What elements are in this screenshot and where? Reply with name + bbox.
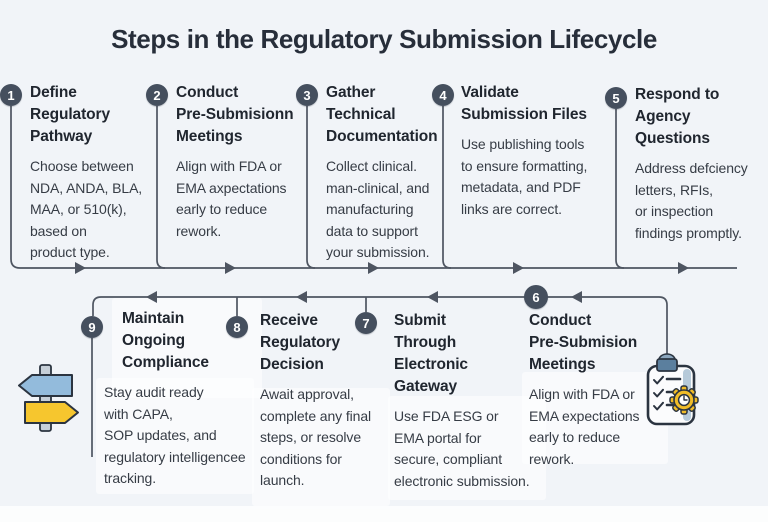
step-title: Gather Technical Documentation [326,84,438,145]
step-number-badge: 9 [81,316,103,338]
step-title: Validate Submission Files [461,84,587,123]
step-description: Await approval, complete any final steps… [260,386,372,488]
step-3: Gather Technical Documentation Collect c… [326,82,471,264]
arrow-right-icon [368,262,379,274]
arrow-left-icon [427,291,438,303]
connector-top-stub-4 [442,106,452,269]
connector-top-stub-2 [156,106,166,269]
arrow-right-icon [225,262,236,274]
background-patch [522,372,668,464]
step-number-badge: 8 [226,316,248,338]
step-title: Conduct Pre-Submisionn Meetings [176,84,294,145]
step-number-badge: 2 [146,84,168,106]
step-number-badge: 7 [355,312,377,334]
step-number-badge: 3 [296,84,318,106]
step-description: Collect clinical. man-clinical, and manu… [326,158,430,260]
background-patch [0,506,768,522]
step-description: Use publishing tools to ensure formattin… [461,136,588,217]
step-number-badge: 4 [432,84,454,106]
step-6: Conduct Pre-Submision Meetings Align wit… [529,310,677,470]
arrow-right-icon [678,262,689,274]
page-title: Steps in the Regulatory Submission Lifec… [111,24,657,54]
connector-top-main [10,106,737,269]
arrow-left-icon [296,291,307,303]
step-title: Conduct Pre-Submision Meetings [529,312,638,373]
step-2: Conduct Pre-Submisionn Meetings Align wi… [176,82,316,242]
step-9: Maintain Ongoing Compliance Stay audit r… [104,308,297,490]
background-patch [252,388,390,506]
step-title: Maintain Ongoing Compliance [122,310,209,371]
step-description: Stay audit ready with CAPA, SOP updates,… [104,384,246,486]
arrow-right-icon [513,262,524,274]
step-title: Define Regulatory Pathway [30,84,110,145]
background-patch [96,378,254,494]
step-description: Choose between NDA, ANDA, BLA, MAA, or 5… [30,158,143,260]
step-8: Receive Regulatory Decision Await approv… [260,310,405,492]
gear-clock-icon [669,385,699,415]
connector-top-stub-5 [615,109,625,269]
signpost-icon [18,364,79,432]
step-description: Align with FDA or EMA axpectations early… [176,158,287,239]
step-description: Use FDA ESG or EMA portal for secure, co… [394,408,530,489]
step-5: Respond to Agency Questions Address defc… [635,84,767,244]
background-patch [388,396,546,500]
step-7: Submit Through Electronic Gateway Use FD… [394,310,554,492]
step-title: Receive Regulatory Decision [260,312,340,373]
step-title: Submit Through Electronic Gateway [394,312,468,395]
arrow-left-icon [571,291,582,303]
arrow-left-icon [146,291,157,303]
step-title: Respond to Agency Questions [635,86,720,147]
step-number-badge: 6 [524,285,548,309]
connector-top-stub-3 [306,106,316,269]
step-1: Define Regulatory Pathway Choose between… [30,82,160,264]
arrow-right-icon [75,262,86,274]
step-description: Address defciency letters, RFIs, or insp… [635,160,748,241]
step-4: Validate Submission Files Use publishing… [461,82,621,220]
step-number-badge: 5 [605,87,627,109]
connector-bottom-main [92,296,668,358]
step-number-badge: 1 [0,84,22,106]
clipboard-checklist-gear-icon [646,353,699,426]
step-description: Align with FDA or EMA expectations early… [529,386,640,467]
